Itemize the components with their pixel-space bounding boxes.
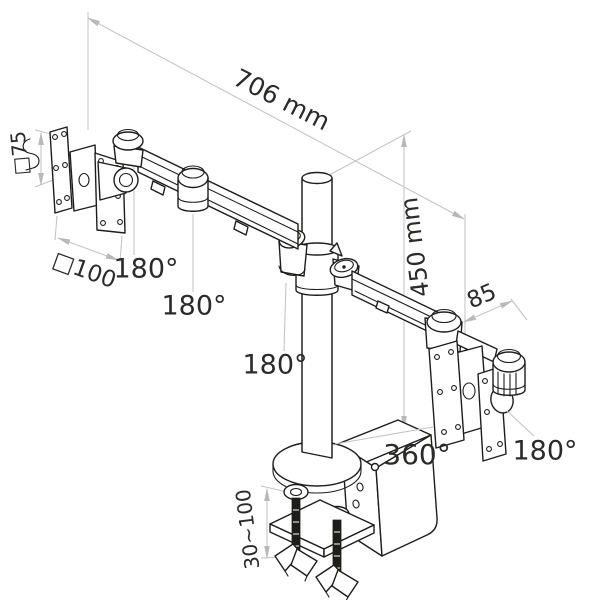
monitor-hook (22, 138, 40, 171)
cable-clip (150, 180, 166, 196)
vesa-plate-back (428, 340, 465, 449)
wing-nut (315, 564, 359, 600)
mid-joint-knob (177, 165, 209, 212)
vesa-plate-back (49, 126, 73, 214)
dim-label-arm-reach: 706 mm (229, 63, 335, 136)
left-vesa-mount (22, 126, 144, 234)
rotation-label-360: 360° (383, 438, 450, 471)
dimension-lines-front (334, 298, 535, 445)
clamp-wall-outer (375, 434, 438, 557)
pole (301, 171, 333, 459)
clamp-pad (283, 483, 309, 501)
dim-label-pole-height: 450 mm (395, 196, 435, 299)
dim-line-100 (57, 237, 119, 261)
wing-nut (274, 543, 318, 582)
rotation-label-4: 180° (512, 436, 577, 467)
upper-arm-bar (137, 146, 299, 250)
clamp-base-plate (272, 441, 362, 494)
dim-line-706 (87, 17, 465, 220)
leader-180-4 (506, 410, 535, 437)
rotation-label-2: 180° (161, 291, 226, 322)
arm2-lug-prong (329, 242, 343, 257)
rotation-label-1: 180° (113, 254, 178, 285)
upper-arm (137, 146, 299, 250)
dim-label-clamp-range: 30~100 (231, 488, 265, 571)
right-vesa-mount (428, 340, 526, 462)
leader-180-3 (283, 282, 287, 352)
cable-clip (233, 220, 249, 236)
desk-clamp-screws (269, 483, 375, 600)
clamp-corner-node (370, 462, 380, 472)
cable-clip (375, 300, 390, 314)
rotation-label-3: 180° (242, 350, 307, 381)
tilt-cylinder (113, 167, 139, 193)
ext-line-450-top (321, 130, 412, 180)
ext-line-desk-level (334, 426, 434, 445)
lower-arm (351, 270, 498, 363)
dim-label-vesa-75: □75 (6, 130, 34, 176)
dim-line-85 (463, 300, 513, 323)
dim-label-vesa-100: □100 (49, 247, 120, 294)
pole-top-cap (301, 171, 333, 185)
